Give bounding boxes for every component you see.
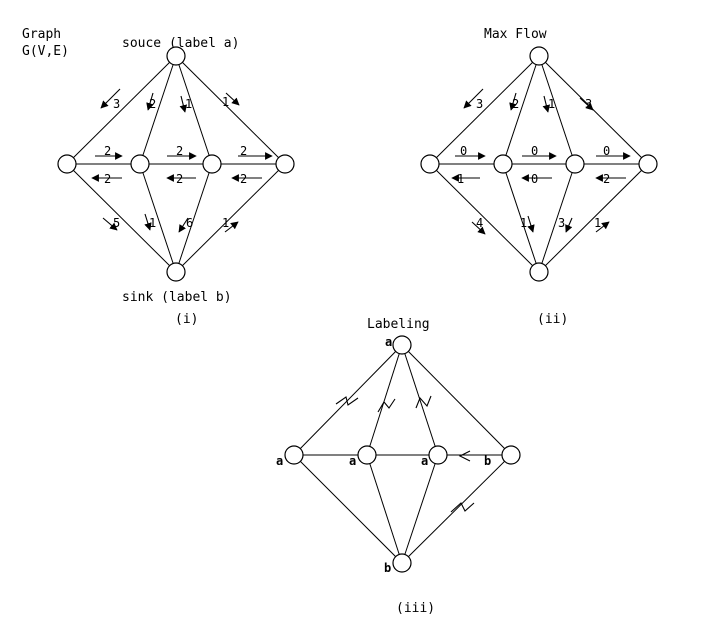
edge-label: 0 [531, 144, 538, 158]
edge-label: 1 [520, 216, 527, 230]
edge-label: 3 [558, 216, 565, 230]
source-node [392, 335, 412, 355]
diagram-i: Graph G(V,E) souce (label a) sink (label… [22, 27, 295, 327]
sink-node [392, 553, 412, 573]
edge-label: 2 [104, 172, 111, 186]
sink-node [529, 262, 549, 282]
node-label: a [385, 335, 392, 349]
nodes-ii [420, 46, 658, 282]
flow-arrows-ii [451, 88, 631, 235]
edge-labels-ii: 3 2 1 3 0 1 0 0 0 2 4 1 3 1 [457, 97, 610, 230]
graph-node [565, 154, 585, 174]
edges-i [66, 55, 286, 273]
labeling-title: Labeling [367, 317, 430, 332]
edge-label: 0 [460, 144, 467, 158]
edge-label: 2 [603, 172, 610, 186]
graph-node [420, 154, 440, 174]
diagram-iii: Labeling (iii) a a a a [276, 317, 521, 616]
edge-label: 1 [594, 216, 601, 230]
graph-node [202, 154, 222, 174]
edge-label: 3 [113, 97, 120, 111]
edge-label: 2 [240, 172, 247, 186]
edge-label: 1 [222, 216, 229, 230]
graph-title: Graph [22, 27, 61, 42]
edge-label: 2 [176, 172, 183, 186]
caption-iii: (iii) [396, 601, 435, 616]
source-label: souce (label a) [122, 36, 239, 51]
node-label: a [276, 454, 283, 468]
graph-node [493, 154, 513, 174]
graph-node [284, 445, 304, 465]
sink-node [166, 262, 186, 282]
graph-node [428, 445, 448, 465]
node-label: b [484, 454, 491, 468]
node-label: b [384, 561, 391, 575]
graph-node [130, 154, 150, 174]
edge-label: 0 [603, 144, 610, 158]
edge-label: 4 [476, 216, 483, 230]
labeling-marks-iii [335, 395, 475, 513]
sink-label: sink (label b) [122, 290, 232, 305]
nodes-i [57, 46, 295, 282]
node-label: a [421, 454, 428, 468]
graph-node [638, 154, 658, 174]
caption-i: (i) [175, 312, 198, 327]
graph-subtitle: G(V,E) [22, 44, 69, 59]
edge-label: 1 [222, 95, 229, 109]
edge-label: 2 [104, 144, 111, 158]
edge-label: 0 [531, 172, 538, 186]
source-node [529, 46, 549, 66]
edge-label: 3 [476, 97, 483, 111]
edge-label: 1 [457, 172, 464, 186]
edges-ii [429, 55, 649, 273]
node-label: a [349, 454, 356, 468]
caption-ii: (ii) [537, 312, 568, 327]
edge-labels-i: 3 2 1 1 2 2 2 2 2 2 5 1 6 1 [104, 95, 247, 230]
graph-node [275, 154, 295, 174]
node-labels-iii: a a a a b b [276, 335, 491, 575]
graph-node [57, 154, 77, 174]
edge-label: 2 [512, 97, 519, 111]
edges-iii [293, 344, 512, 564]
edge-label: 1 [548, 97, 555, 111]
nodes-iii [284, 335, 521, 573]
edge-label: 5 [113, 216, 120, 230]
source-node [166, 46, 186, 66]
max-flow-title: Max Flow [484, 27, 547, 42]
edge-label: 1 [149, 216, 156, 230]
edge-label: 2 [240, 144, 247, 158]
edge-label: 3 [585, 97, 592, 111]
graph-node [357, 445, 377, 465]
edge-label: 1 [185, 97, 192, 111]
edge-label: 2 [176, 144, 183, 158]
graph-node [501, 445, 521, 465]
edge-label: 2 [149, 97, 156, 111]
diagram-ii: Max Flow (ii) [420, 27, 658, 327]
edge-label: 6 [186, 216, 193, 230]
capacity-arrows-i [91, 88, 273, 233]
